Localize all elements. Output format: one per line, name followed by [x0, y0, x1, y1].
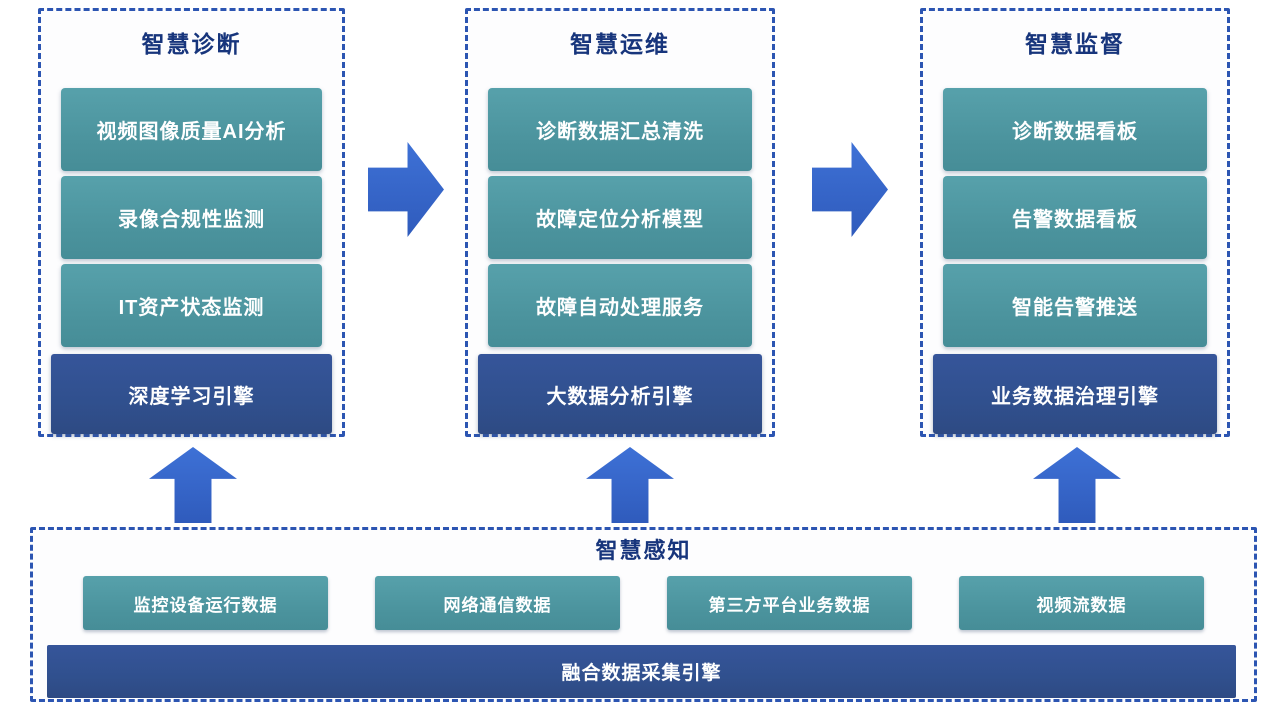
perception-box-3: 第三方平台业务数据 [667, 576, 912, 630]
supervision-engine-box: 业务数据治理引擎 [933, 354, 1217, 434]
diagnosis-engine-box: 深度学习引擎 [51, 354, 332, 434]
operations-box-3: 故障自动处理服务 [488, 264, 752, 347]
arrow-right-icon [368, 142, 444, 237]
operations-box-1: 诊断数据汇总清洗 [488, 88, 752, 171]
perception-box-1: 监控设备运行数据 [83, 576, 328, 630]
panel-diagnosis: 智慧诊断 视频图像质量AI分析 录像合规性监测 IT资产状态监测 深度学习引擎 [38, 8, 345, 437]
perception-box-4: 视频流数据 [959, 576, 1204, 630]
supervision-box-1: 诊断数据看板 [943, 88, 1207, 171]
panel-supervision: 智慧监督 诊断数据看板 告警数据看板 智能告警推送 业务数据治理引擎 [920, 8, 1230, 437]
panel-diagnosis-title: 智慧诊断 [141, 31, 242, 57]
diagnosis-box-1: 视频图像质量AI分析 [61, 88, 322, 171]
diagnosis-box-2: 录像合规性监测 [61, 176, 322, 259]
operations-box-2: 故障定位分析模型 [488, 176, 752, 259]
panel-perception-title: 智慧感知 [595, 538, 692, 563]
panel-operations-title: 智慧运维 [570, 31, 670, 57]
panel-perception: 智慧感知 监控设备运行数据 网络通信数据 第三方平台业务数据 视频流数据 融合数… [30, 527, 1257, 702]
perception-engine-box: 融合数据采集引擎 [47, 645, 1236, 698]
operations-engine-box: 大数据分析引擎 [478, 354, 762, 434]
arrow-up-icon [586, 447, 674, 523]
arrow-up-icon [1033, 447, 1121, 523]
arrow-up-icon [149, 447, 237, 523]
perception-box-2: 网络通信数据 [375, 576, 620, 630]
diagnosis-box-3: IT资产状态监测 [61, 264, 322, 347]
supervision-box-2: 告警数据看板 [943, 176, 1207, 259]
supervision-box-3: 智能告警推送 [943, 264, 1207, 347]
perception-box-row: 监控设备运行数据 网络通信数据 第三方平台业务数据 视频流数据 [33, 576, 1254, 630]
panel-supervision-title: 智慧监督 [1025, 31, 1125, 57]
arrow-right-icon [812, 142, 888, 237]
panel-operations: 智慧运维 诊断数据汇总清洗 故障定位分析模型 故障自动处理服务 大数据分析引擎 [465, 8, 775, 437]
